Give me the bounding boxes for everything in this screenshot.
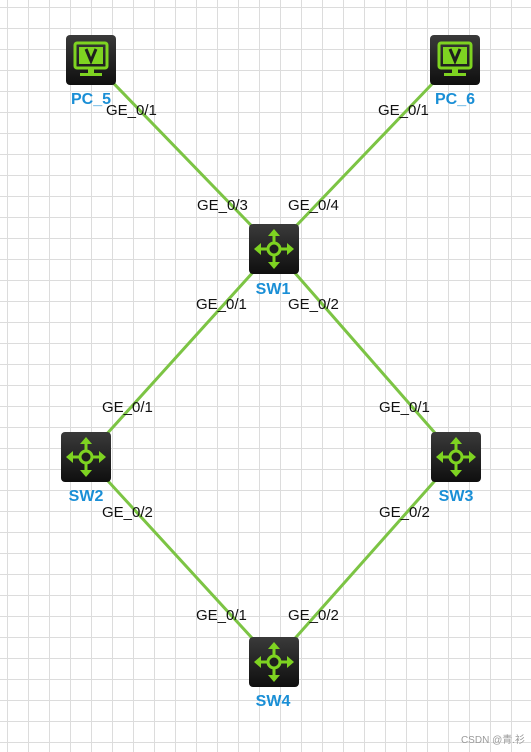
monitor-icon: [437, 41, 473, 76]
link-sw2-sw4[interactable]: [84, 455, 276, 664]
port-label-sw3-ge01: GE_0/1: [379, 399, 430, 416]
link-sw1-sw3[interactable]: [272, 247, 458, 459]
pc6-device[interactable]: [430, 35, 480, 85]
node-label-sw2: SW2: [68, 488, 104, 505]
port-label-sw1-ge03: GE_0/3: [197, 197, 248, 214]
port-label-pc5-ge01: GE_0/1: [106, 102, 157, 119]
link-sw3-sw4[interactable]: [272, 455, 458, 664]
link-pc6-sw1[interactable]: [272, 58, 457, 251]
port-label-sw1-ge02: GE_0/2: [288, 296, 339, 313]
node-label-sw1: SW1: [255, 281, 291, 298]
sw3-device[interactable]: [431, 432, 481, 482]
monitor-icon: [73, 41, 109, 76]
port-label-pc6-ge01: GE_0/1: [378, 102, 429, 119]
watermark: CSDN @青.衫: [460, 735, 525, 746]
switch-arrows-icon: [254, 229, 294, 269]
port-label-sw3-ge02: GE_0/2: [379, 504, 430, 521]
switch-arrows-icon: [436, 437, 476, 477]
sw4-device[interactable]: [249, 637, 299, 687]
sw2-device[interactable]: [61, 432, 111, 482]
port-label-sw4-ge01: GE_0/1: [196, 607, 247, 624]
port-label-sw1-ge01: GE_0/1: [196, 296, 247, 313]
port-label-sw4-ge02: GE_0/2: [288, 607, 339, 624]
node-label-pc6: PC_6: [434, 91, 476, 108]
port-label-sw1-ge04: GE_0/4: [288, 197, 339, 214]
link-sw1-sw2[interactable]: [84, 247, 276, 459]
port-label-sw2-ge02: GE_0/2: [102, 504, 153, 521]
sw1-device[interactable]: [249, 224, 299, 274]
port-label-sw2-ge01: GE_0/1: [102, 399, 153, 416]
switch-arrows-icon: [254, 642, 294, 682]
link-pc5-sw1[interactable]: [89, 58, 276, 251]
switch-arrows-icon: [66, 437, 106, 477]
pc5-device[interactable]: [66, 35, 116, 85]
node-label-sw3: SW3: [438, 488, 474, 505]
node-label-pc5: PC_5: [70, 91, 112, 108]
node-label-sw4: SW4: [255, 693, 291, 710]
